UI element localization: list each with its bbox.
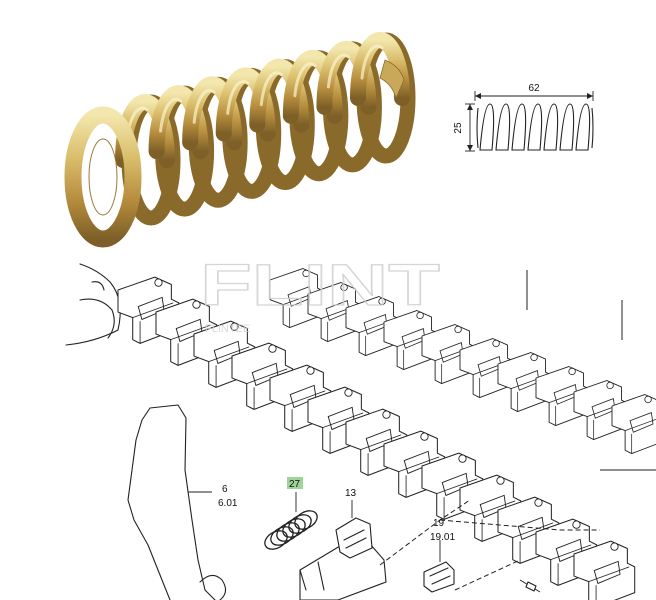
link-rivet: [458, 454, 467, 463]
link-rivet: [530, 353, 538, 362]
link-edge: [512, 522, 554, 564]
link-rivet: [340, 283, 348, 292]
link-rivet: [496, 476, 505, 485]
link-edge: [322, 412, 364, 454]
link-rivet: [568, 367, 576, 376]
chain-link: [611, 394, 656, 455]
link-edge: [398, 456, 440, 498]
link-rivet: [606, 381, 614, 390]
link-edge: [588, 566, 630, 600]
spring-highlight: [326, 53, 350, 89]
sketch-end: [591, 107, 594, 149]
link-rivet: [344, 388, 353, 397]
link-edge: [624, 418, 656, 454]
link-rivet: [154, 278, 163, 287]
spring-highlight: [293, 62, 317, 98]
callout-19-01: 19.01: [430, 532, 455, 543]
link-rivet: [572, 520, 581, 529]
small-spring-coil: [264, 530, 288, 550]
link-rivet: [302, 269, 310, 278]
link-slot: [629, 411, 654, 433]
link-rivet: [610, 542, 619, 551]
link-edge: [170, 324, 212, 366]
link-rivet: [420, 432, 429, 441]
watermark-small-text: FLINTEE: [205, 323, 250, 335]
callout-27-highlight: [287, 477, 303, 489]
link-rivet: [416, 311, 424, 320]
watermark-big-text: FLINT: [200, 253, 440, 318]
link-rivet: [534, 498, 543, 507]
link-rivet: [192, 300, 201, 309]
link-rivet: [306, 366, 315, 375]
link-body: [611, 394, 656, 455]
spring-highlight: [192, 88, 216, 124]
callout-19: 19: [433, 518, 445, 529]
spring-highlight: [360, 44, 384, 80]
watermark: FLINT FLINTEE: [199, 252, 440, 335]
link-rivet: [268, 344, 277, 353]
link-edge: [360, 434, 402, 476]
sketch-coil: [527, 103, 543, 151]
link-edge: [208, 346, 250, 388]
link-body: [573, 540, 636, 600]
diameter-dimension-label: 25: [453, 122, 464, 134]
link-rivet: [492, 339, 500, 348]
sketch-coil: [543, 103, 559, 151]
link-rivet: [382, 410, 391, 419]
link-slot: [593, 560, 621, 585]
link-edge: [550, 544, 592, 586]
spring-highlight: [259, 71, 283, 107]
dimension-drawing: 62 25: [453, 83, 594, 152]
sketch-coil: [495, 103, 511, 151]
small-spring-coil: [288, 514, 312, 534]
length-dimension-label: 62: [528, 83, 540, 94]
link-edge: [284, 390, 326, 432]
sketch-coil: [559, 103, 575, 151]
callout-27: 27: [289, 479, 301, 490]
link-rivet: [230, 322, 239, 331]
small-spring-coil: [270, 526, 294, 546]
link-edge: [474, 500, 516, 542]
sketch-coil: [575, 103, 591, 151]
sketch-coil: [479, 103, 495, 151]
small-spring-part-27: [264, 510, 318, 550]
link-rivet: [378, 297, 386, 306]
clip-part-13: [299, 500, 387, 600]
link-rivet: [644, 395, 652, 404]
link-edge: [436, 478, 478, 520]
sketch-coil: [511, 103, 527, 151]
small-spring-coil: [294, 510, 318, 530]
small-spring-coil: [276, 522, 300, 542]
spring-highlight: [159, 97, 183, 133]
sketch-end: [476, 107, 479, 149]
chain-link: [573, 540, 636, 600]
callout-13: 13: [345, 488, 357, 499]
spring-photo: [64, 32, 416, 248]
small-spring-coil: [282, 518, 306, 538]
spring-highlight: [226, 80, 250, 115]
pin-part-19: [423, 540, 455, 593]
parts-diagram: 6 6.01 27 13 19 19.01: [65, 263, 656, 600]
link-rivet: [454, 325, 462, 334]
callout-6-01: 6.01: [218, 498, 238, 509]
link-edge: [132, 302, 174, 344]
link-edge: [246, 368, 288, 410]
callout-6: 6: [222, 484, 228, 495]
